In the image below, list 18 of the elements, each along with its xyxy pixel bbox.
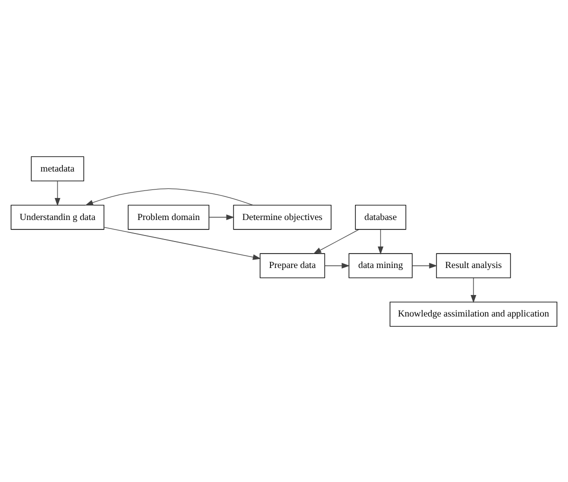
node-box: Determine objectives xyxy=(233,204,332,230)
node-box: database xyxy=(355,204,406,230)
node-box: Problem domain xyxy=(128,204,210,230)
node-box: Prepare data xyxy=(260,252,326,278)
node-box: Knowledge assimilation and application xyxy=(390,301,558,326)
arrow xyxy=(85,188,254,205)
arrow xyxy=(412,262,438,268)
arrow xyxy=(324,262,350,268)
arrow xyxy=(378,228,384,254)
arrow xyxy=(313,228,360,254)
arrow xyxy=(470,277,476,303)
node-box: Result analysis xyxy=(436,252,511,278)
node-box: data mining xyxy=(348,252,413,278)
arrow xyxy=(208,214,234,220)
node-box: Understandin g data xyxy=(10,204,104,230)
arrow xyxy=(54,180,60,206)
arrow xyxy=(104,226,261,260)
node-box: metadata xyxy=(30,156,84,181)
